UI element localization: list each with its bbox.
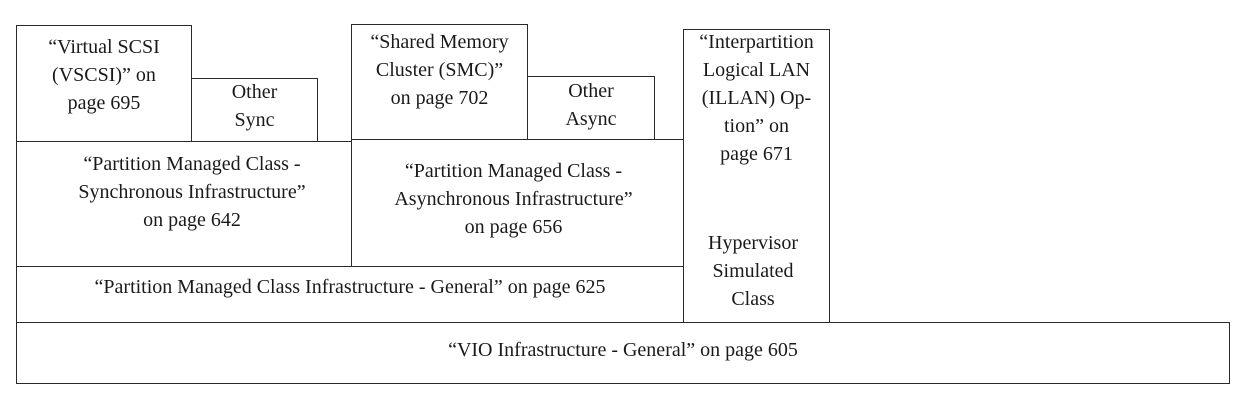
partition-managed-sync-box (16, 141, 352, 267)
vscsi-box (16, 25, 192, 142)
partition-managed-async-box (351, 139, 684, 267)
smc-box (351, 24, 528, 140)
hypervisor-simulated-class-label: Hypervisor Simulated Class (708, 232, 798, 310)
other-async-box (527, 76, 655, 140)
partition-managed-general-label: “Partition Managed Class Infrastructure … (94, 276, 606, 298)
vio-infrastructure-general-label: “VIO Infrastructure - General” on page 6… (448, 339, 798, 361)
smc-label: “Shared Memory Cluster (SMC)” on page 70… (370, 31, 509, 109)
partition-managed-sync-label: “Partition Managed Class - Synchronous I… (78, 153, 306, 231)
illan-label: “Interpartition Logical LAN (ILLAN) Op- … (699, 31, 814, 165)
other-async-label: Other Async (565, 80, 617, 130)
partition-managed-general-box (16, 266, 684, 323)
illan-box (683, 29, 830, 323)
other-sync-label: Other Sync (231, 81, 278, 131)
partition-managed-async-label: “Partition Managed Class - Asynchronous … (394, 160, 633, 238)
other-sync-box (191, 78, 318, 142)
vscsi-label: “Virtual SCSI (VSCSI)” on page 695 (48, 36, 160, 114)
